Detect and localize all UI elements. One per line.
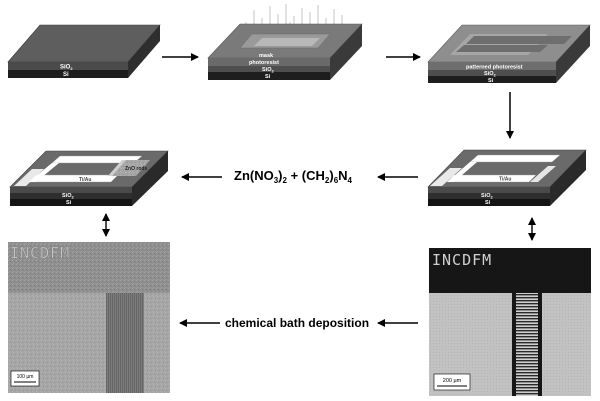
- si-label: Si: [63, 72, 69, 78]
- incdfm-watermark: INCDFM: [10, 244, 70, 262]
- si-label: Si: [66, 200, 72, 206]
- patterned-photoresist-label: patterned photoresist: [466, 65, 523, 71]
- zno-rods-label: ZnO rods: [125, 166, 147, 172]
- sio2-label: SiO2: [484, 71, 496, 78]
- reagent-equation: Zn(NO3)2 + (CH2)6N4: [234, 168, 353, 185]
- ti-au-label: Ti/Au: [499, 177, 511, 183]
- ti-au-electrode-block: Ti/Au SiO2 Si: [427, 149, 587, 206]
- sio2-label: SiO2: [262, 67, 274, 74]
- sem-image-zno-rods: INCDFM 100 µm: [8, 242, 170, 393]
- si-label: Si: [265, 74, 271, 80]
- chemical-bath-deposition-label: chemical bath deposition: [225, 316, 369, 330]
- substrate-block: SiO2 Si: [7, 24, 161, 78]
- mask-photoresist-block: mask photoresist SiO2 Si: [207, 4, 363, 80]
- ti-au-label: Ti/Au: [79, 177, 91, 183]
- incdfm-watermark: INCDFM: [432, 251, 492, 269]
- patterned-photoresist-block: patterned photoresist SiO2 Si: [427, 24, 591, 84]
- mask-label: mask: [259, 53, 274, 59]
- scale-bar-label: 100 µm: [17, 374, 34, 380]
- sio2-label: SiO2: [62, 193, 74, 200]
- scale-bar-label: 200 µm: [443, 378, 462, 384]
- photoresist-label: photoresist: [249, 60, 279, 66]
- sio2-label: SiO2: [481, 193, 493, 200]
- sio2-label: SiO2: [60, 65, 73, 72]
- si-label: Si: [488, 78, 494, 84]
- sem-image-electrodes: INCDFM 200 µm: [429, 248, 591, 396]
- zno-rods-block: ZnO rods Ti/Au SiO2 Si: [9, 150, 169, 206]
- si-label: Si: [485, 200, 491, 206]
